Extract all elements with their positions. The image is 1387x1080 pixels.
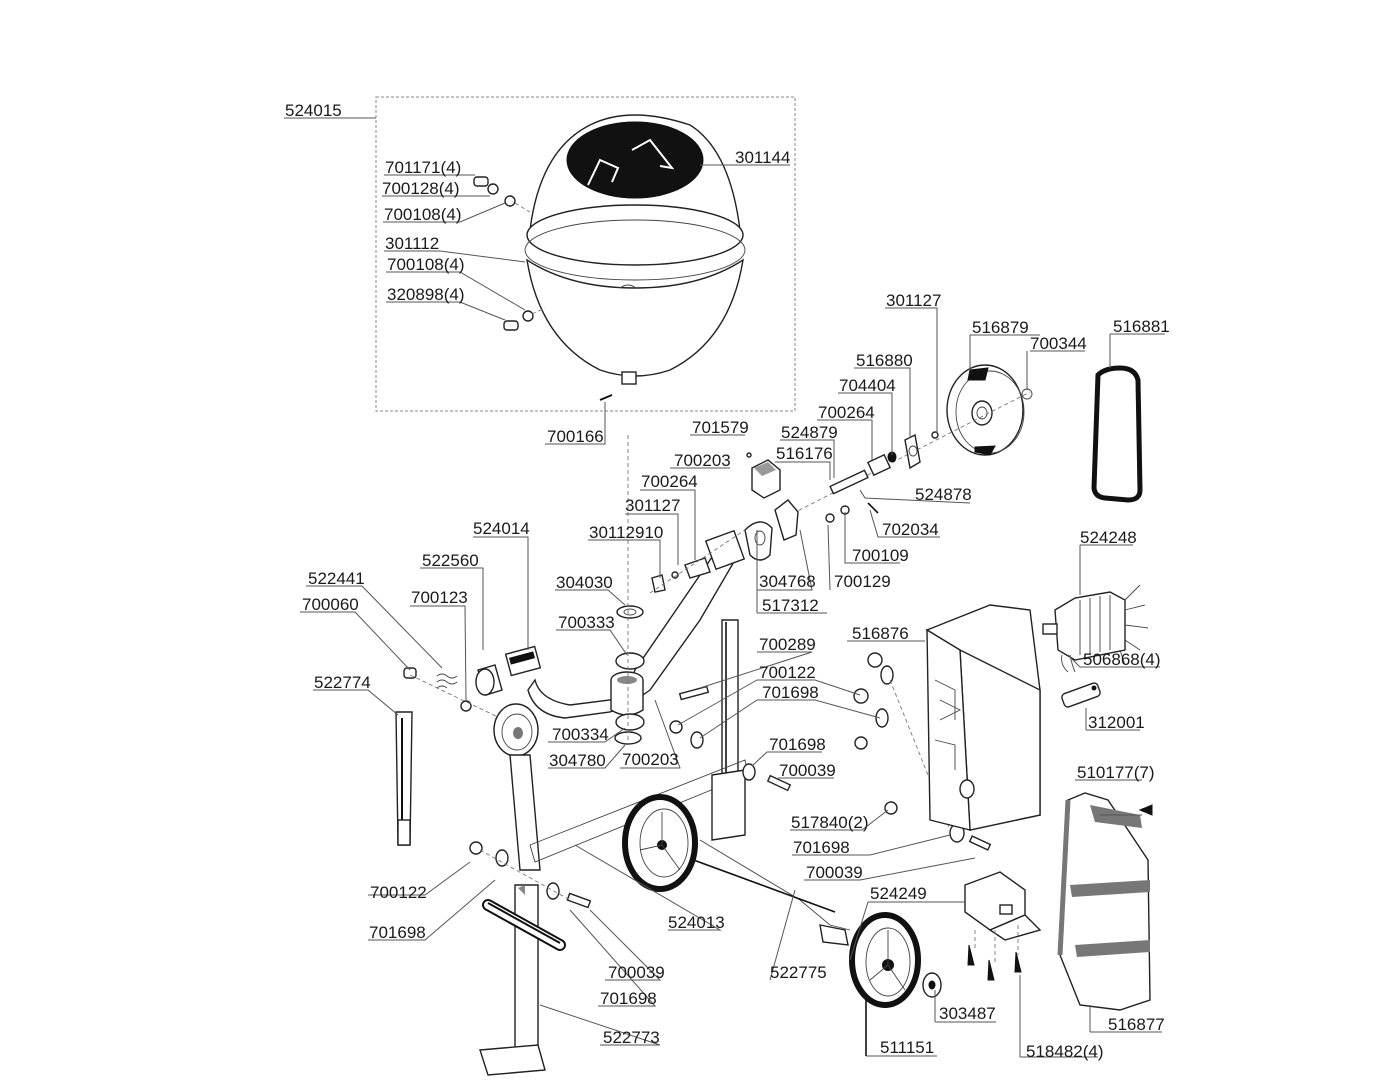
label-700122-mid[interactable]: 700122 [759,663,816,682]
motor-housing-part [925,604,1041,831]
leg-parts [395,703,541,871]
part-labels: 524015 301144 701171(4) 700128(4) 700108… [285,101,1170,1061]
shaft-parts [779,391,1031,523]
label-700203-top[interactable]: 700203 [674,451,731,470]
drum-bolts [473,176,613,401]
label-301127-mid[interactable]: 301127 [625,496,680,515]
label-700039-mid[interactable]: 700039 [806,863,863,882]
label-700123[interactable]: 700123 [411,588,468,607]
label-700109[interactable]: 700109 [852,546,909,565]
label-524013[interactable]: 524013 [668,913,725,932]
lower-leg-part [469,841,592,1076]
label-506868[interactable]: 506868(4) [1083,650,1161,669]
label-524015[interactable]: 524015 [285,101,342,120]
label-701698-bottom[interactable]: 701698 [600,989,657,1008]
label-700129[interactable]: 700129 [834,572,891,591]
label-516880[interactable]: 516880 [856,351,913,370]
label-524248[interactable]: 524248 [1080,528,1137,547]
label-701698-left[interactable]: 701698 [369,923,426,942]
bracket-part [744,499,799,561]
label-524249[interactable]: 524249 [870,884,927,903]
label-516881[interactable]: 516881 [1113,317,1170,336]
label-701171[interactable]: 701171(4) [385,158,461,177]
cover-part [1057,792,1153,1011]
label-700334[interactable]: 700334 [552,725,609,744]
label-700203-bottom[interactable]: 700203 [622,750,679,769]
label-522775[interactable]: 522775 [770,963,827,982]
label-522773[interactable]: 522773 [603,1028,660,1047]
label-320898[interactable]: 320898(4) [387,285,465,304]
label-524878[interactable]: 524878 [915,485,972,504]
label-522441[interactable]: 522441 [308,569,365,588]
drum-opening [566,121,704,199]
label-700128[interactable]: 700128(4) [382,179,460,198]
label-303487[interactable]: 303487 [939,1004,996,1023]
label-301144[interactable]: 301144 [735,148,790,167]
label-312001[interactable]: 312001 [1088,713,1145,732]
label-516876[interactable]: 516876 [852,624,909,643]
label-701579[interactable]: 701579 [692,418,749,437]
switch-box-part [964,871,1042,981]
label-701698-right[interactable]: 701698 [769,735,826,754]
pulley-part [946,364,1033,456]
front-wheel-part [622,794,698,892]
label-522560[interactable]: 522560 [422,551,479,570]
label-517840[interactable]: 517840(2) [791,813,869,832]
label-511151[interactable]: 511151 [880,1038,934,1057]
label-304768[interactable]: 304768 [759,572,816,591]
label-700264-mid[interactable]: 700264 [641,472,698,491]
belt-part [1091,365,1143,503]
label-304030[interactable]: 304030 [556,573,613,592]
label-700108-bottom[interactable]: 700108(4) [387,255,465,274]
drum-assembly-box [375,96,796,412]
label-517312[interactable]: 517312 [762,596,819,615]
label-516877[interactable]: 516877 [1108,1015,1165,1034]
label-524014[interactable]: 524014 [473,519,530,538]
small-box-part [746,452,781,499]
label-700039-top[interactable]: 700039 [779,761,836,780]
label-701698-mid[interactable]: 701698 [762,683,819,702]
capacitor-part [1061,682,1101,708]
frame-part [529,619,851,946]
label-301112[interactable]: 301112 [385,234,439,253]
label-522774[interactable]: 522774 [314,673,371,692]
label-701698-lower[interactable]: 701698 [793,838,850,857]
label-516879[interactable]: 516879 [972,318,1029,337]
motor-part [1042,584,1149,673]
label-702034[interactable]: 702034 [882,520,939,539]
label-700264-top[interactable]: 700264 [818,403,875,422]
label-524879[interactable]: 524879 [781,423,838,442]
label-700122-left[interactable]: 700122 [370,883,427,902]
label-301127-top[interactable]: 301127 [886,291,941,310]
label-510177[interactable]: 510177(7) [1077,763,1155,782]
arm-part [527,435,746,745]
label-700166[interactable]: 700166 [547,427,604,446]
label-704404[interactable]: 704404 [839,376,896,395]
label-700108-top[interactable]: 700108(4) [384,205,462,224]
label-700333[interactable]: 700333 [558,613,615,632]
label-700060[interactable]: 700060 [302,595,359,614]
rear-wheel-part [849,912,942,1008]
handle-parts [403,645,542,719]
label-700039-bottom[interactable]: 700039 [608,963,665,982]
label-700344[interactable]: 700344 [1030,334,1087,353]
leader-lines [284,117,1165,1058]
label-518482[interactable]: 518482(4) [1026,1042,1104,1061]
drum-part [524,114,746,385]
label-304780[interactable]: 304780 [549,751,606,770]
label-30112910[interactable]: 30112910 [589,523,663,542]
label-516176[interactable]: 516176 [776,444,833,463]
label-700289[interactable]: 700289 [759,635,816,654]
